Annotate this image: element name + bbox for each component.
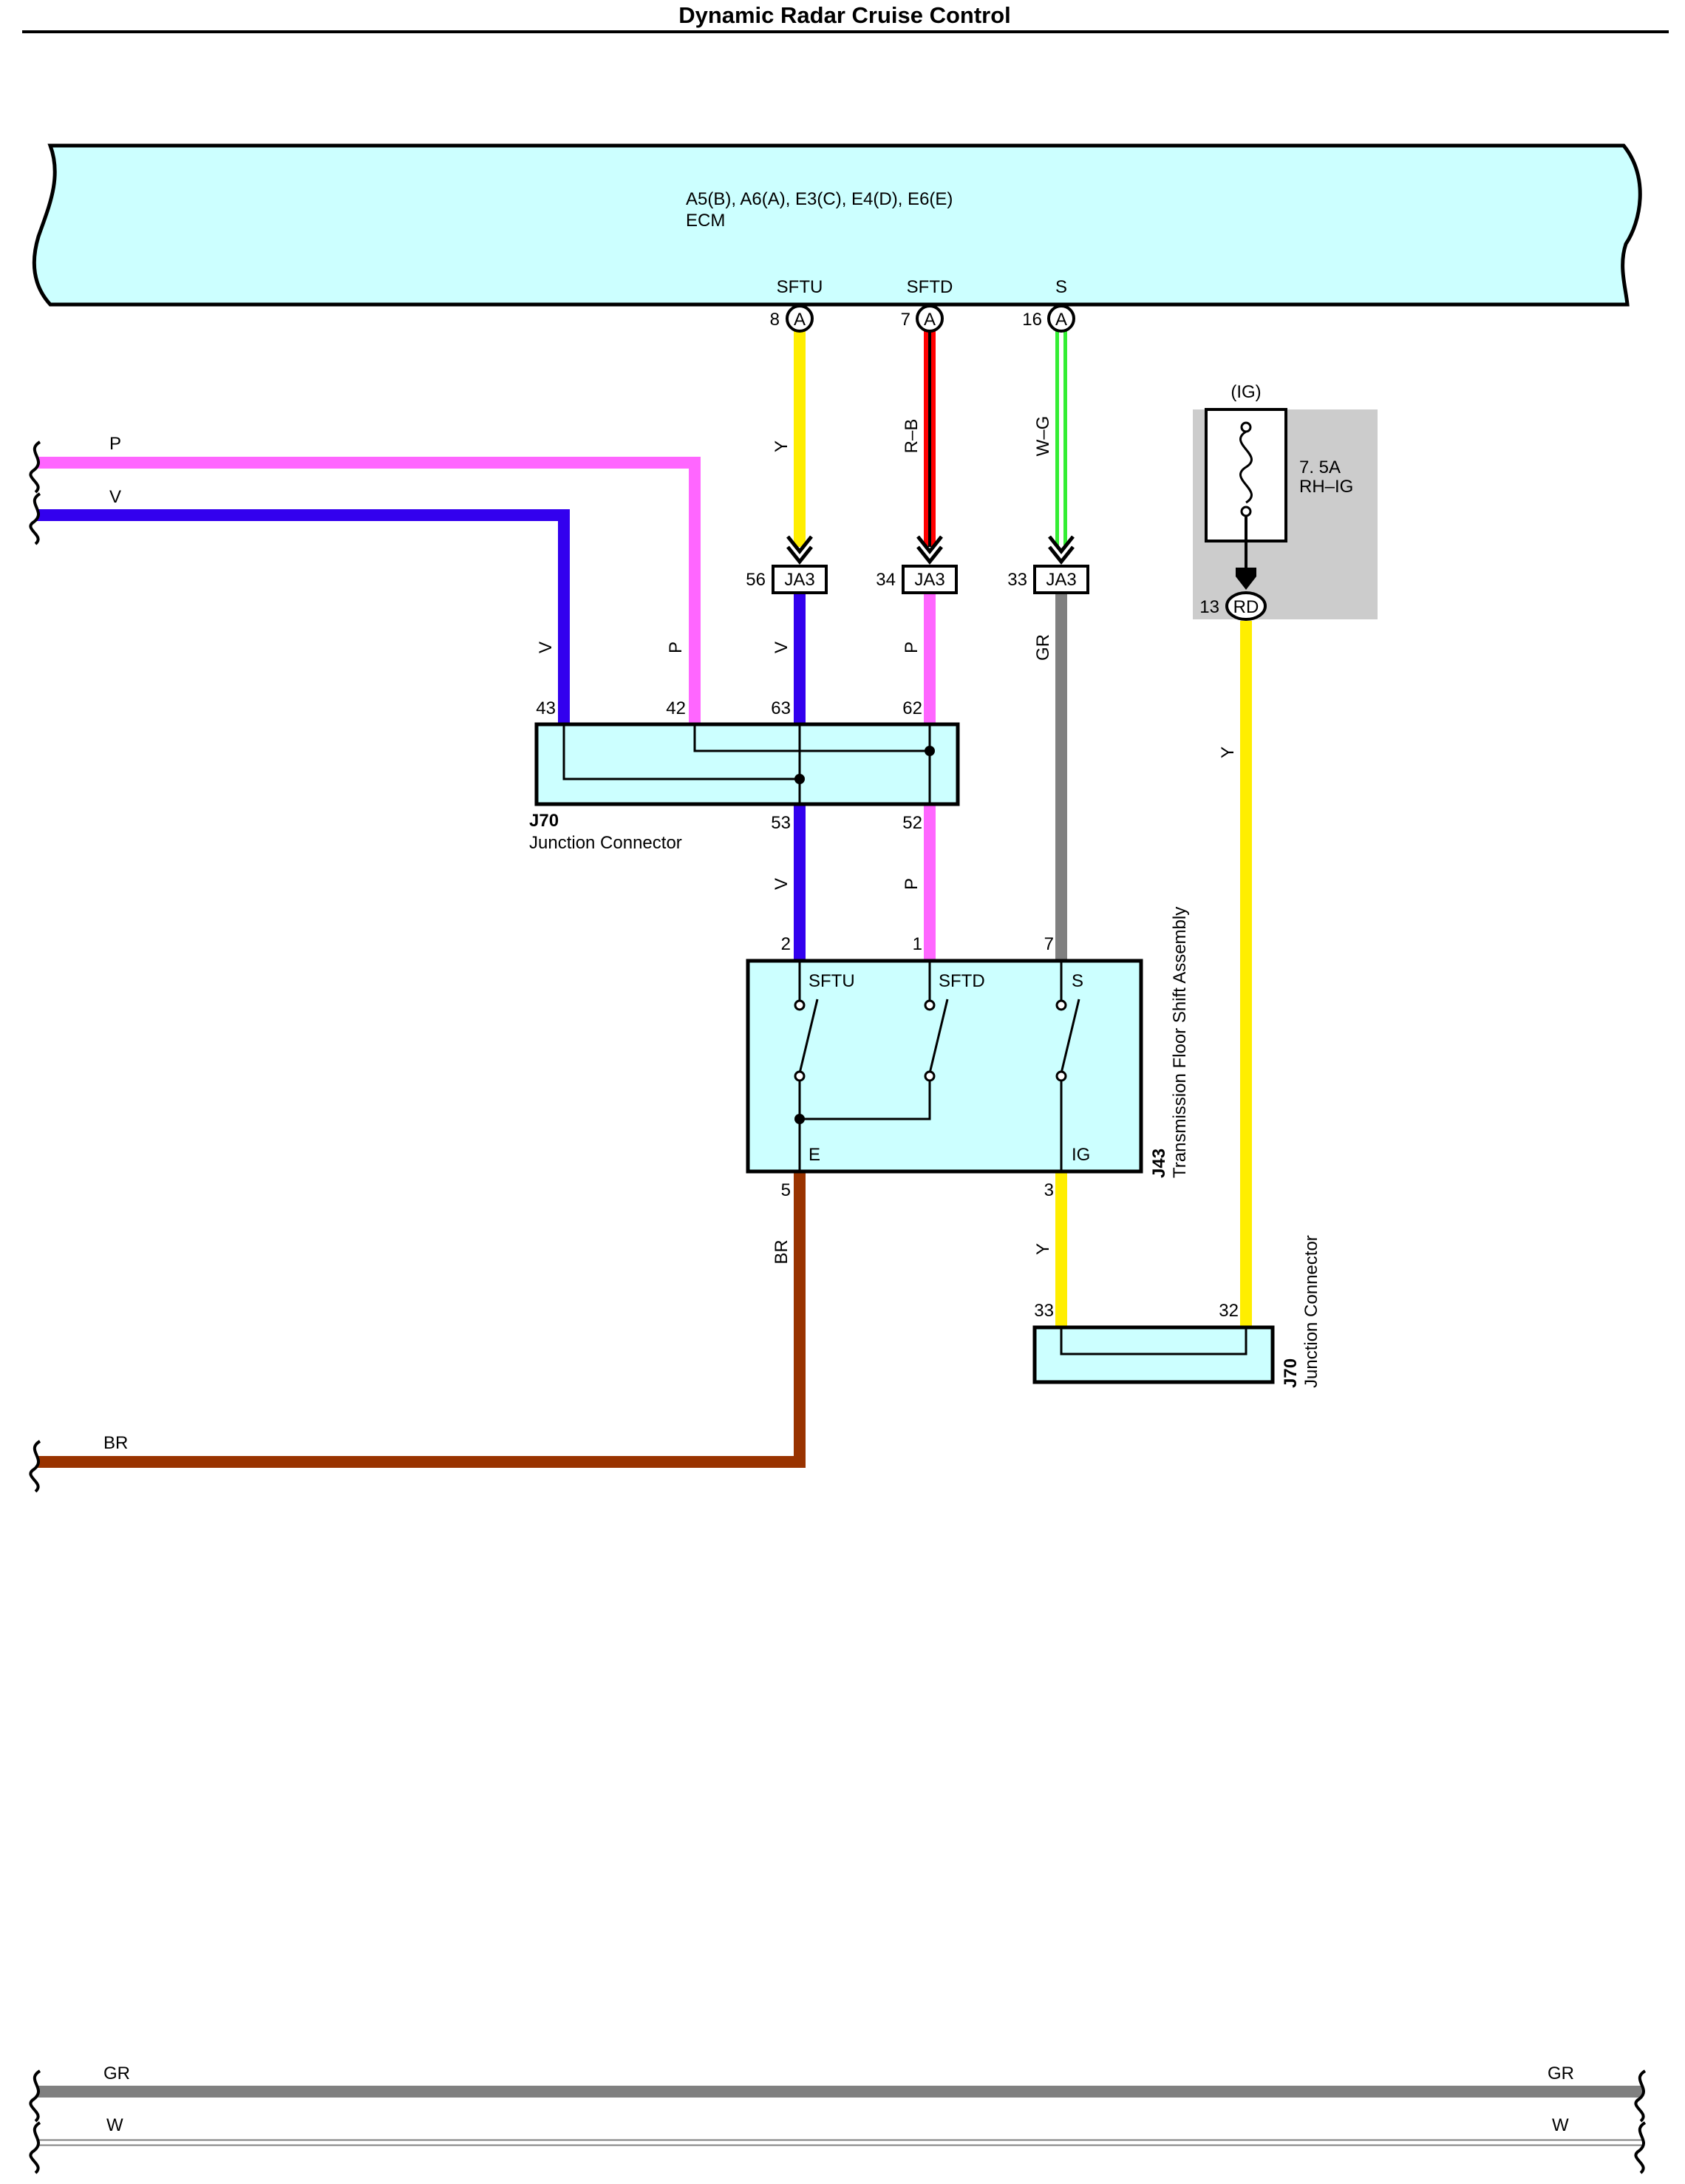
j70-bottom-name: Junction Connector <box>1301 1235 1321 1388</box>
j43-label-e: E <box>809 1145 820 1165</box>
wire-label-br-left: BR <box>103 1433 128 1453</box>
svg-text:A: A <box>794 310 806 330</box>
wire-label-fuse-y: Y <box>1218 746 1238 758</box>
j70-top-connector <box>534 722 960 806</box>
wire-label-j70-53: V <box>772 878 792 890</box>
ecm-pin-8: A 8 <box>770 305 814 333</box>
fuse-rating: 7. 5A <box>1299 457 1341 477</box>
wire-label-gr-right: GR <box>1548 2064 1574 2083</box>
wire-p-left <box>37 457 701 726</box>
j43-pin-7: 7 <box>1044 934 1054 954</box>
ecm-pin-7: A 7 <box>901 305 944 333</box>
wire-label-ja3-33: GR <box>1033 634 1053 661</box>
ecm-block <box>32 143 1642 307</box>
wire-label-j70-43: V <box>536 642 556 653</box>
ja3-pin-56: 56 <box>746 570 766 590</box>
j43-pin-1: 1 <box>913 934 922 954</box>
j70-bottom-pin-32: 32 <box>1219 1301 1239 1321</box>
ecm-pin-16-number: 16 <box>1022 310 1042 330</box>
j43-id: J43 <box>1149 1149 1169 1178</box>
wire-label-sftd: R–B <box>902 419 922 454</box>
j43-label-sftu: SFTU <box>809 971 855 991</box>
wire-label-e-br: BR <box>772 1239 792 1264</box>
j70-pin-42: 42 <box>666 698 686 718</box>
svg-text:JA3: JA3 <box>1046 570 1076 590</box>
ecm-pin-8-number: 8 <box>770 310 780 330</box>
ecm-terminal-sftd-label: SFTD <box>907 277 953 297</box>
j43-label-s: S <box>1072 971 1083 991</box>
j43-pin-5: 5 <box>781 1180 791 1200</box>
wire-label-ig-y: Y <box>1033 1243 1053 1255</box>
wire-label-j70-42: P <box>666 642 686 653</box>
ja3-pin-33: 33 <box>1007 570 1027 590</box>
svg-text:RD: RD <box>1233 597 1259 617</box>
j43-pin-2: 2 <box>781 934 791 954</box>
svg-text:JA3: JA3 <box>784 570 814 590</box>
wire-break-marks <box>29 440 1647 2174</box>
wire-label-ja3-56: V <box>772 642 792 653</box>
ecm-connector-list: A5(B), A6(A), E3(C), E4(D), E6(E) <box>686 189 953 209</box>
wire-label-j70-52: P <box>902 878 922 890</box>
wire-label-v-left: V <box>109 487 121 507</box>
ecm-pin-16: A 16 <box>1022 305 1075 333</box>
page-title: Dynamic Radar Cruise Control <box>678 2 1011 28</box>
ecm-terminal-sftu-label: SFTU <box>777 277 823 297</box>
j43-label-ig: IG <box>1072 1145 1090 1165</box>
j70-pin-52: 52 <box>902 813 922 833</box>
wire-label-p-left: P <box>109 434 121 454</box>
fuse-name: RH–IG <box>1299 477 1353 497</box>
fuse-icon <box>1239 421 1253 569</box>
wire-br <box>37 1171 806 1468</box>
wire-label-gr-left: GR <box>103 2064 130 2083</box>
j70-pin-53: 53 <box>771 813 791 833</box>
ja3-connector-33: JA3 33 <box>1007 565 1089 594</box>
wire-label-sftu: Y <box>772 440 792 452</box>
svg-text:A: A <box>924 310 936 330</box>
svg-text:JA3: JA3 <box>914 570 944 590</box>
j70-top-name: Junction Connector <box>529 833 682 853</box>
ja3-pin-34: 34 <box>876 570 896 590</box>
ja3-connector-34: JA3 34 <box>876 565 958 594</box>
ja3-connector-56: JA3 56 <box>746 565 828 594</box>
ecm-pin-7-number: 7 <box>901 310 910 330</box>
wire-label-w-right: W <box>1552 2115 1569 2135</box>
j70-bottom-connector <box>1032 1325 1275 1384</box>
fuse-rd-connector: RD 13 <box>1199 591 1267 621</box>
j70-bottom-id: J70 <box>1281 1358 1301 1388</box>
j70-bottom-pin-33: 33 <box>1034 1301 1054 1321</box>
j43-label-sftd: SFTD <box>939 971 985 991</box>
ecm-terminal-s-label: S <box>1055 277 1067 297</box>
j43-assembly <box>746 959 1143 1174</box>
wire-label-w-left: W <box>106 2115 123 2135</box>
j70-pin-63: 63 <box>771 698 791 718</box>
wire-v-left <box>37 509 570 726</box>
j70-pin-43: 43 <box>536 698 556 718</box>
ecm-label: ECM <box>686 211 725 231</box>
wire-label-ja3-34: P <box>902 642 922 653</box>
svg-text:A: A <box>1055 310 1067 330</box>
j70-top-id: J70 <box>529 811 559 831</box>
j43-name: Transmission Floor Shift Assembly <box>1170 907 1190 1178</box>
j43-pin-3: 3 <box>1044 1180 1054 1200</box>
j70-pin-62: 62 <box>902 698 922 718</box>
wire-label-s: W–G <box>1033 416 1053 457</box>
fuse-arrow-icon <box>1236 568 1256 590</box>
fuse-pin-13: 13 <box>1199 597 1219 617</box>
ja3-arrow-marks <box>786 535 1075 565</box>
fuse-group-label: (IG) <box>1230 382 1261 402</box>
